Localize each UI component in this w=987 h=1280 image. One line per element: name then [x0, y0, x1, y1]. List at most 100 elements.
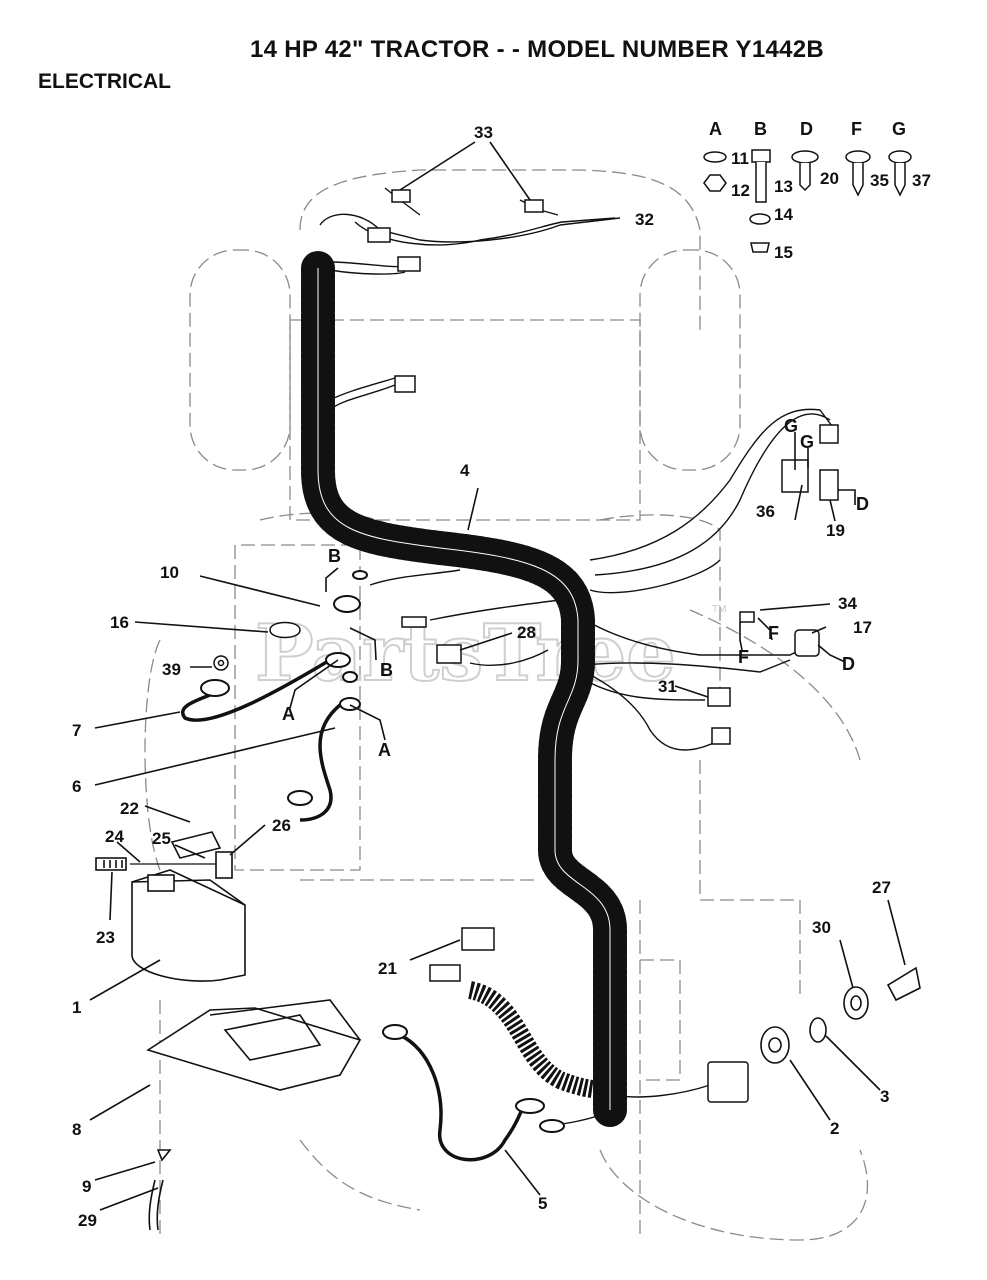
callout-34: 34 — [838, 594, 857, 613]
callout-31: 31 — [658, 677, 677, 696]
screw-35-head — [845, 150, 871, 164]
callout-labels: 33 32 4 10 16 39 7 6 22 24 25 26 23 1 8 … — [72, 123, 931, 1230]
connector-31 — [707, 687, 731, 707]
battery-cap — [147, 874, 175, 892]
switch-17 — [794, 629, 820, 657]
cable-5 — [399, 1033, 527, 1162]
connector-32-a — [367, 227, 391, 243]
callout-11: 11 — [731, 149, 749, 168]
ignition-lead-conduit — [467, 981, 609, 1099]
callout-20: 20 — [820, 169, 839, 188]
hardware-letter-a: A — [709, 119, 722, 139]
letter-tags: B B A A G G D D F F — [282, 416, 869, 760]
battery-1 — [131, 879, 246, 982]
bracket-34 — [739, 611, 755, 623]
cable-7 — [181, 658, 331, 722]
callout-29: 29 — [78, 1211, 97, 1230]
callout-19: 19 — [826, 521, 845, 540]
diagram-title: 14 HP 42" TRACTOR - - MODEL NUMBER Y1442… — [250, 36, 825, 63]
bolt-13-head — [751, 149, 771, 163]
hardware-letter-g: G — [892, 119, 906, 139]
washer-14 — [749, 213, 771, 225]
callout-9: 9 — [82, 1177, 91, 1196]
hardware-letter-f: F — [851, 119, 862, 139]
harness-centerline — [317, 268, 611, 1110]
connector-top-right — [819, 424, 839, 444]
plug-21 — [429, 964, 461, 982]
hardware-letter-d: D — [800, 119, 813, 139]
callout-5: 5 — [538, 1194, 547, 1213]
relay-connector — [707, 1061, 749, 1103]
cables — [181, 658, 527, 1162]
connector-21 — [461, 927, 495, 951]
screw-37-head — [888, 150, 912, 164]
callout-2: 2 — [830, 1119, 839, 1138]
callout-1: 1 — [72, 998, 81, 1017]
switch-19 — [819, 469, 839, 501]
section-title: ELECTRICAL — [38, 70, 171, 93]
callout-21: 21 — [378, 959, 397, 978]
nut-12 — [703, 174, 727, 192]
connector-lower — [711, 727, 731, 745]
ignition-switch-group — [760, 966, 921, 1064]
wire-end — [401, 616, 427, 628]
cover-16 — [269, 621, 301, 639]
callout-22: 22 — [120, 799, 139, 818]
watermark-trademark: TM — [712, 604, 726, 615]
tag-g-right: G — [800, 432, 814, 452]
leader-lines — [89, 141, 906, 1211]
callout-16: 16 — [110, 613, 129, 632]
callout-17: 17 — [853, 618, 872, 637]
boot-22 — [170, 831, 222, 859]
connector-33-right — [524, 199, 544, 213]
callout-26: 26 — [272, 816, 291, 835]
callout-7: 7 — [72, 721, 81, 740]
letter-tag-brackets — [289, 432, 856, 741]
nut-26 — [215, 851, 233, 879]
watermark: PartsTree TM — [254, 604, 726, 700]
callout-23: 23 — [96, 928, 115, 947]
tag-a-right: A — [378, 740, 391, 760]
tag-d-lower: D — [842, 654, 855, 674]
callout-35: 35 — [870, 171, 889, 190]
callout-28: 28 — [517, 623, 536, 642]
key-27 — [886, 966, 921, 1002]
nut-15 — [750, 242, 770, 253]
callout-14: 14 — [774, 205, 793, 224]
tag-g-left: G — [784, 416, 798, 436]
tag-d-upper: D — [856, 494, 869, 514]
tag-b-lower: B — [380, 660, 393, 680]
callout-3: 3 — [880, 1087, 889, 1106]
bolt-13-shank — [755, 162, 767, 203]
hardware-letters: A B D F G — [709, 119, 906, 139]
callout-30: 30 — [812, 918, 831, 937]
tag-b-upper: B — [328, 546, 341, 566]
callout-36: 36 — [756, 502, 775, 521]
callout-37: 37 — [912, 171, 931, 190]
screw-37-shank — [894, 163, 906, 197]
battery-tray-8 — [146, 1007, 362, 1091]
callout-15: 15 — [774, 243, 793, 262]
strap-29 — [148, 1179, 156, 1231]
cable-6 — [299, 703, 342, 822]
upper-connectors — [367, 189, 839, 1103]
callout-12: 12 — [731, 181, 750, 200]
connector-32-b — [397, 256, 421, 272]
screw-20-head — [791, 150, 819, 164]
screw-35-shank — [852, 163, 864, 197]
fuse-holder-28 — [436, 644, 462, 664]
watermark-text: PartsTree — [255, 608, 676, 699]
screw-20-shank — [799, 163, 811, 192]
callout-24: 24 — [105, 827, 124, 846]
callout-10: 10 — [160, 563, 179, 582]
callout-25: 25 — [152, 829, 171, 848]
connector-mid — [394, 375, 416, 393]
tag-a-left: A — [282, 704, 295, 724]
clip-9 — [156, 1149, 172, 1162]
tag-f-right: F — [768, 623, 779, 643]
connector-33-left — [391, 189, 411, 203]
callout-13: 13 — [774, 177, 793, 196]
callout-27: 27 — [872, 878, 891, 897]
